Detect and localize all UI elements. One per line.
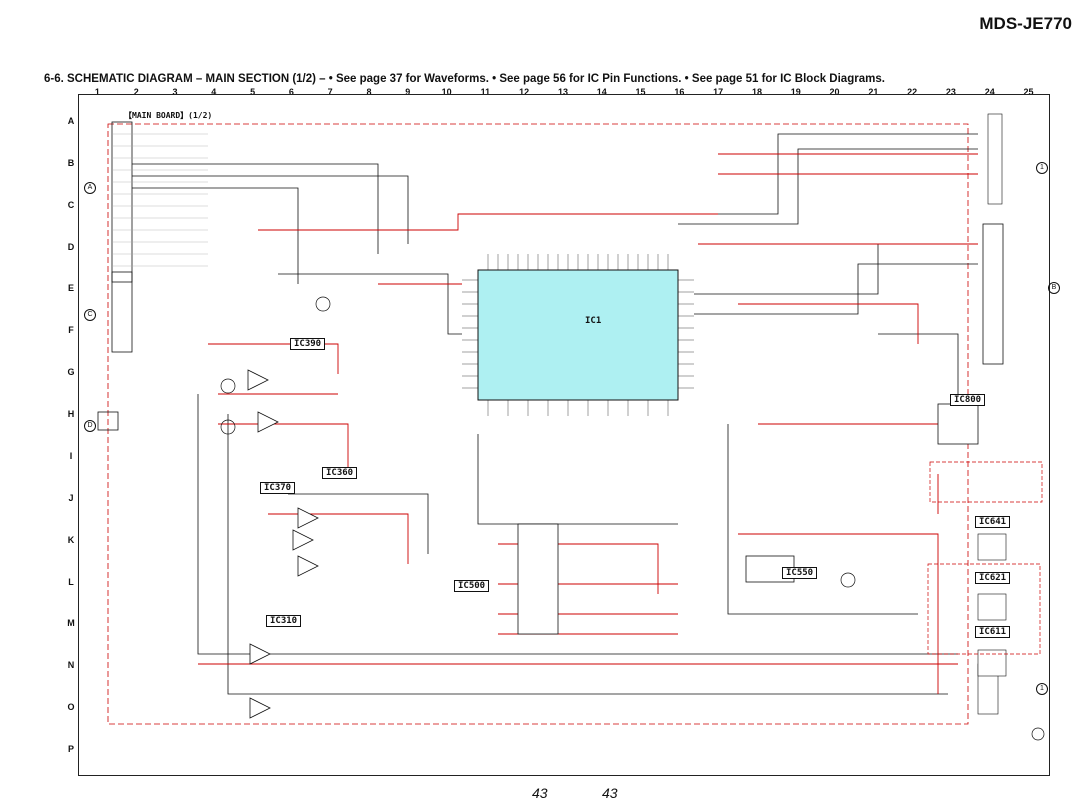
section-heading: 6-6. SCHEMATIC DIAGRAM – MAIN SECTION (1… — [44, 73, 885, 85]
ic611-label: IC611 — [975, 626, 1011, 638]
column-number: 8 — [366, 87, 372, 97]
ic370-label: IC370 — [260, 482, 296, 494]
connector-d-marker: D — [84, 420, 96, 432]
column-number: 25 — [1023, 87, 1034, 97]
ic800-label: IC800 — [950, 394, 986, 406]
row-letter: I — [69, 450, 73, 461]
row-letter: F — [68, 325, 74, 336]
row-letter: A — [67, 115, 75, 126]
row-letter: O — [67, 702, 75, 713]
column-number: 20 — [829, 87, 840, 97]
ic360-label: IC360 — [322, 467, 358, 479]
column-index: 1 2 3 4 5 6 7 8 9 10 11 12 13 14 15 16 1… — [78, 87, 1048, 99]
column-number: 3 — [172, 87, 178, 97]
ic550-label: IC550 — [782, 567, 818, 579]
ic621-label: IC621 — [975, 572, 1011, 584]
row-letter: N — [67, 660, 75, 671]
column-number: 13 — [557, 87, 568, 97]
column-number: 19 — [790, 87, 801, 97]
column-number: 10 — [441, 87, 452, 97]
model-number: MDS-JE770 — [979, 14, 1072, 33]
column-number: 16 — [674, 87, 685, 97]
column-number: 5 — [250, 87, 256, 97]
row-letter: G — [67, 367, 75, 378]
column-number: 4 — [211, 87, 217, 97]
column-number: 1 — [94, 87, 100, 97]
column-number: 23 — [945, 87, 956, 97]
row-letter: M — [67, 618, 75, 629]
row-letter: C — [67, 199, 75, 210]
column-number: 2 — [133, 87, 139, 97]
row-letter: P — [67, 744, 74, 755]
connector-a-marker: A — [84, 182, 96, 194]
ic500-label: IC500 — [454, 580, 490, 592]
column-number: 11 — [480, 87, 491, 97]
row-letter: J — [68, 492, 74, 503]
row-letter: B — [67, 157, 75, 168]
ic1-label: IC1 — [585, 316, 602, 326]
board-title: 【MAIN BOARD】(1/2) — [124, 111, 213, 120]
row-letter: D — [67, 241, 75, 252]
page-number-right: 43 — [602, 785, 618, 801]
connector-b-marker: B — [1048, 282, 1060, 294]
page-number-left: 43 — [532, 785, 548, 801]
column-number: 17 — [713, 87, 724, 97]
column-number: 22 — [907, 87, 918, 97]
connector-1-marker: 1 — [1036, 162, 1048, 174]
column-number: 18 — [751, 87, 762, 97]
row-letter: L — [68, 576, 74, 587]
ic390-label: IC390 — [290, 338, 326, 350]
column-number: 12 — [519, 87, 530, 97]
ic310-label: IC310 — [266, 615, 302, 627]
schematic-frame — [78, 94, 1050, 776]
column-number: 15 — [635, 87, 646, 97]
column-number: 14 — [596, 87, 607, 97]
column-number: 7 — [327, 87, 333, 97]
column-number: 6 — [288, 87, 294, 97]
row-letter: H — [67, 409, 75, 420]
column-number: 24 — [984, 87, 995, 97]
row-letter: E — [67, 283, 74, 294]
row-index: A B C D E F G H I J K L M N O P — [64, 100, 78, 770]
schematic-wiring — [97, 113, 1045, 741]
column-number: 9 — [405, 87, 411, 97]
connector-c-marker: C — [84, 309, 96, 321]
column-number: 21 — [868, 87, 879, 97]
connector-1-bottom-marker: 1 — [1036, 683, 1048, 695]
ic641-label: IC641 — [975, 516, 1011, 528]
row-letter: K — [67, 534, 75, 545]
